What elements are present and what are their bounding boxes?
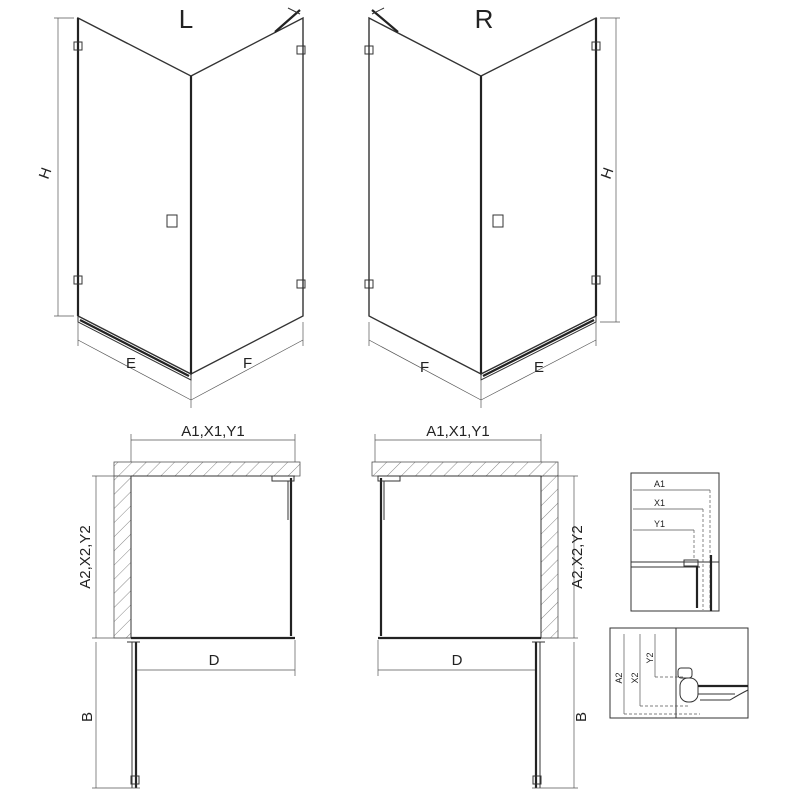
left-perspective-view: L H E F [36,4,306,408]
left-b-label: B [79,712,96,722]
left-d-label: D [209,652,220,669]
detail-side-y2-label: Y2 [645,652,655,663]
detail-side-inset: A2 X2 Y2 [609,627,749,719]
right-height-label: H [598,165,618,181]
right-top-width-label: A1,X1,Y1 [426,423,489,440]
detail-top-x1-label: X1 [654,498,665,508]
detail-side-x2-label: X2 [630,672,640,683]
left-height-label: H [36,165,56,181]
right-d-label: D [452,652,463,669]
right-variant-label: R [475,4,494,34]
left-plan-view: A1,X1,Y1 A2,X2,Y2 D B [77,423,301,789]
right-side-width-label: A2,X2,Y2 [569,525,586,588]
right-perspective-view: R H F E [364,4,620,408]
left-f-label: F [243,355,252,372]
left-variant-label: L [179,4,193,34]
right-plan-view: A1,X1,Y1 A2,X2,Y2 D B [371,423,590,789]
right-f-label: F [420,359,429,376]
right-b-label: B [573,712,590,722]
detail-top-inset: A1 X1 Y1 [630,472,720,612]
detail-top-a1-label: A1 [654,479,665,489]
detail-top-y1-label: Y1 [654,519,665,529]
left-side-width-label: A2,X2,Y2 [77,525,94,588]
left-top-width-label: A1,X1,Y1 [181,423,244,440]
left-e-label: E [126,355,136,372]
detail-side-a2-label: A2 [614,672,624,683]
right-e-label: E [534,359,544,376]
